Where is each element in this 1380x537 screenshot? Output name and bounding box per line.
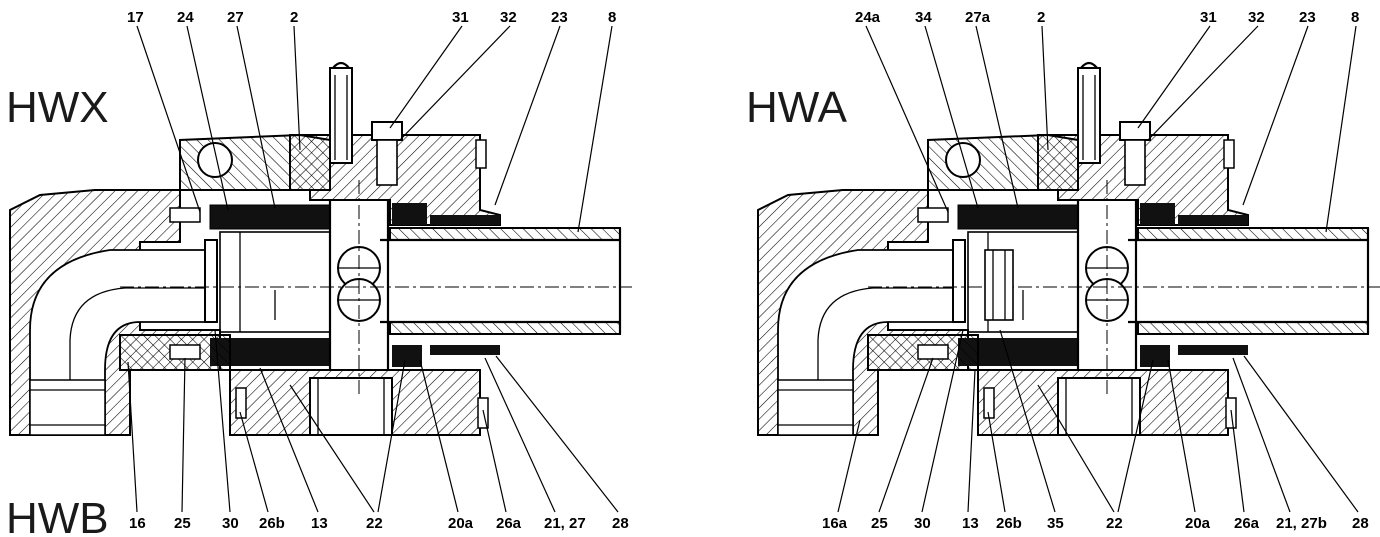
variant-label-hwx: HWX — [6, 83, 109, 132]
callout-label: 24 — [177, 9, 194, 26]
callout-label: 28 — [1352, 515, 1369, 532]
callout-label: 21, 27b — [1276, 515, 1327, 532]
callout-label: 32 — [1248, 9, 1265, 26]
callout-label: 25 — [871, 515, 888, 532]
callout-label: 31 — [1200, 9, 1217, 26]
left-bottom-callouts: 16 25 30 26b 13 22 20a 26a 21, 27 28 — [127, 329, 629, 532]
callout-label: 13 — [311, 515, 328, 532]
callout-label: 27a — [965, 9, 991, 26]
callout-label: 2 — [290, 9, 298, 26]
left-top-callouts: 17 24 27 2 31 32 23 8 — [127, 9, 616, 233]
callout-label: 34 — [915, 9, 932, 26]
callout-label: 31 — [452, 9, 469, 26]
variant-label-hwb: HWB — [6, 494, 109, 537]
callout-label: 23 — [1299, 9, 1316, 26]
right-top-callouts: 24a 34 27a 2 31 32 23 8 — [855, 9, 1359, 233]
callout-label: 26a — [1234, 515, 1260, 532]
callout-label: 32 — [500, 9, 517, 26]
callout-label: 2 — [1037, 9, 1045, 26]
callout-label: 20a — [1185, 515, 1211, 532]
callout-label: 22 — [1106, 515, 1123, 532]
callout-label: 30 — [222, 515, 239, 532]
callout-label: 24a — [855, 9, 881, 26]
callout-label: 26a — [496, 515, 522, 532]
callout-label: 8 — [1351, 9, 1359, 26]
callout-label: 30 — [914, 515, 931, 532]
variant-label-hwa: HWA — [746, 83, 848, 132]
callout-label: 22 — [366, 515, 383, 532]
callout-label: 26b — [259, 515, 285, 532]
callout-label: 27 — [227, 9, 244, 26]
callout-label: 23 — [551, 9, 568, 26]
callout-label: 8 — [608, 9, 616, 26]
callout-label: 16a — [822, 515, 848, 532]
callout-label: 21, 27 — [544, 515, 586, 532]
right-section-view — [756, 61, 1380, 437]
right-bottom-callouts: 16a 25 30 13 26b 35 22 20a 26a 21, 27b 2… — [822, 329, 1369, 532]
callout-label: 20a — [448, 515, 474, 532]
callout-label: 26b — [996, 515, 1022, 532]
callout-label: 16 — [129, 515, 146, 532]
callout-label: 35 — [1047, 515, 1064, 532]
callout-label: 17 — [127, 9, 144, 26]
callout-label: 13 — [962, 515, 979, 532]
callout-label: 28 — [612, 515, 629, 532]
callout-label: 25 — [174, 515, 191, 532]
